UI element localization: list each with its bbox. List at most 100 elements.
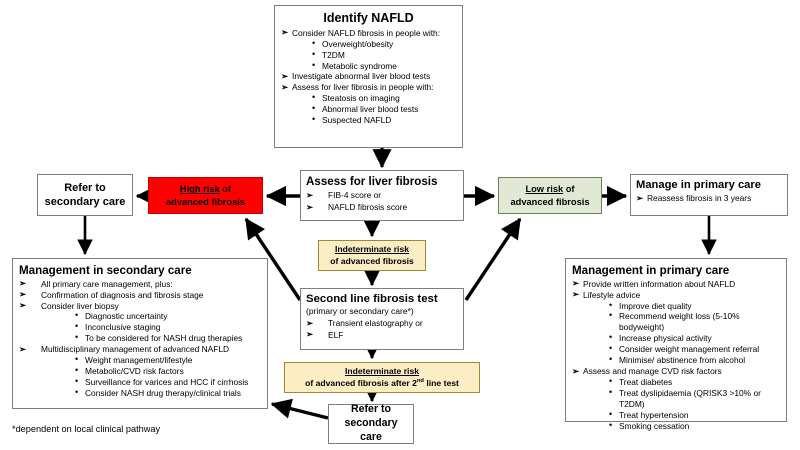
list-item: • Inconclusive staging [75, 321, 261, 333]
list-item: •To be considered for NASH drug therapie… [75, 332, 261, 344]
list-item-label: Weight management/lifestyle [85, 355, 193, 366]
list-item-label: Overweight/obesity [322, 38, 394, 49]
list-item-label: Increase physical activity [619, 333, 712, 344]
mgmt-secondary-sublist-2: • Diagnostic uncertainty • Inconclusive st… [41, 310, 261, 344]
chevron-icon: ➢ [572, 365, 580, 376]
bullet-icon: • [609, 354, 613, 365]
identify-sublist-0: •Overweight/obesity •T2DM •Metabolic syn… [292, 37, 456, 72]
list-item-label: Multidisciplinary management of advanced… [41, 344, 230, 355]
indeterminate-2-emphasis: Indeterminate risk [344, 365, 419, 376]
node-indeterminate-risk-first: Indeterminate risk of advanced fibrosis [318, 240, 426, 271]
list-item-label: All primary care management, plus: [41, 278, 173, 289]
list-item: • Surveillance for varices and HCC if cir… [75, 375, 261, 388]
indeterminate-1-text: Indeterminate risk of advanced fibrosis [330, 244, 414, 267]
manage-primary-title: Manage in primary care [636, 179, 761, 191]
second-line-list: ➢Transient elastography or ➢ELF [306, 318, 458, 341]
list-item-label: NAFLD fibrosis score [328, 201, 408, 212]
list-item: •Treat dyslipidaemia (QRISK3 >10% or T2D… [609, 387, 780, 410]
list-item-label: Treat diabetes [619, 376, 673, 387]
list-item: ➢ELF [306, 329, 458, 342]
high-risk-line1-rest: of [219, 184, 232, 195]
node-management-secondary-care: Management in secondary care ➢ All primar… [12, 258, 268, 409]
list-item-label: Metabolic/CVD risk factors [85, 366, 184, 377]
node-identify-nafld: Identify NAFLD ➢ Consider NAFLD fibrosis… [274, 5, 463, 148]
node-manage-primary-care: Manage in primary care ➢Reassess fibrosi… [630, 174, 788, 216]
list-item: ➢ All primary care management, plus: [19, 278, 261, 290]
bullet-icon: • [75, 375, 79, 386]
list-item-label: Suspected NAFLD [322, 115, 392, 126]
list-item-label: Consider NASH drug therapy/clinical tria… [85, 387, 241, 398]
list-item: ➢ Multidisciplinary management of advanc… [19, 344, 261, 399]
mgmt-primary-title: Management in primary care [572, 264, 730, 277]
list-item: ➢ Assess and manage CVD risk factors •Tr… [572, 366, 780, 432]
list-item-label: Inconclusive staging [85, 322, 161, 333]
assess-title: Assess for liver fibrosis [306, 175, 438, 188]
bullet-icon: • [312, 92, 316, 103]
list-item-label: Lifestyle advice [583, 289, 641, 300]
chevron-icon: ➢ [19, 343, 27, 354]
node-assess-liver-fibrosis: Assess for liver fibrosis ➢FIB-4 score o… [300, 170, 464, 221]
list-item-label: Diagnostic uncertainty [85, 311, 168, 322]
bullet-icon: • [609, 299, 613, 310]
list-item: • Consider NASH drug therapy/clinical tri… [75, 386, 261, 399]
arrow-refer-bottom-to-mgmt-secondary [270, 398, 329, 420]
refer-bottom-line2: secondary care [344, 417, 398, 443]
list-item-label: Assess for liver fibrosis in people with… [292, 82, 434, 93]
list-item-label: Steatosis on imaging [322, 93, 400, 104]
list-item: ➢FIB-4 score or [306, 190, 458, 202]
bullet-icon: • [75, 321, 79, 332]
chevron-icon: ➢ [306, 317, 314, 328]
list-item-label: Surveillance for varices and HCC if cirr… [85, 376, 249, 387]
list-item-label: Recommend weight loss (5-10% bodyweight) [619, 311, 740, 333]
list-item-label: FIB-4 score or [328, 189, 382, 200]
list-item: ➢ Consider liver biopsy • Diagnostic unce… [19, 300, 261, 345]
list-item: ➢Transient elastography or [306, 318, 458, 330]
bullet-icon: • [75, 310, 79, 321]
chevron-icon: ➢ [19, 278, 27, 289]
refer-top-line2: secondary care [44, 196, 126, 208]
indeterminate-1-line2: of advanced fibrosis [330, 255, 414, 266]
high-risk-text: High risk of advanced fibrosis [166, 183, 245, 208]
list-item: ➢Provide written information about NAFLD [572, 278, 780, 290]
list-item-label: Treat hypertension [619, 409, 689, 420]
chevron-icon: ➢ [281, 81, 289, 92]
list-item-label: Assess and manage CVD risk factors [583, 366, 722, 377]
mgmt-secondary-title: Management in secondary care [19, 264, 192, 277]
list-item: •Smoking cessation [609, 420, 780, 432]
list-item-label: Consider weight management referral [619, 344, 760, 355]
bullet-icon: • [609, 343, 613, 354]
node-low-risk-advanced-fibrosis: Low risk of advanced fibrosis [498, 177, 602, 214]
bullet-icon: • [609, 408, 613, 419]
bullet-icon: • [609, 332, 613, 343]
list-item: • Improve diet quality [609, 299, 780, 312]
list-item-label: Improve diet quality [619, 300, 692, 311]
list-item-label: T2DM [322, 49, 345, 60]
indeterminate-2-text: Indeterminate risk of advanced fibrosis … [305, 366, 459, 389]
list-item-label: Provide written information about NAFLD [583, 278, 736, 289]
bullet-icon: • [75, 386, 79, 397]
chevron-icon: ➢ [19, 300, 27, 311]
list-item-label: Consider liver biopsy [41, 300, 119, 311]
footnote: *dependent on local clinical pathway [12, 424, 161, 434]
list-item: ➢ Lifestyle advice •Improve diet quality… [572, 289, 780, 366]
list-item: • Increase physical activity [609, 332, 780, 344]
node-management-primary-care: Management in primary care ➢Provide writ… [565, 258, 787, 431]
list-item-label: Confirmation of diagnosis and fibrosis s… [41, 289, 204, 300]
chevron-icon: ➢ [19, 289, 27, 300]
list-item: ➢Reassess fibrosis in 3 years [636, 193, 782, 204]
chevron-icon: ➢ [572, 278, 580, 289]
list-item: • Suspected NAFLD [312, 114, 456, 126]
identify-title: Identify NAFLD [323, 11, 414, 25]
indeterminate-1-emphasis: Indeterminate risk [334, 243, 409, 254]
list-item: •Metabolic syndrome [312, 60, 456, 72]
node-refer-secondary-care-bottom: Refer to secondary care [328, 403, 414, 444]
bullet-icon: • [609, 375, 613, 386]
bullet-icon: • [312, 37, 316, 48]
list-item: • Diagnostic uncertainty [75, 310, 261, 322]
list-item-label: Minimise/ abstinence from alcohol [619, 355, 746, 366]
bullet-icon: • [75, 365, 79, 376]
bullet-icon: • [312, 114, 316, 125]
indeterminate-2-line2-post: line test [424, 377, 459, 388]
list-item: • Consider weight management referral [609, 343, 780, 355]
